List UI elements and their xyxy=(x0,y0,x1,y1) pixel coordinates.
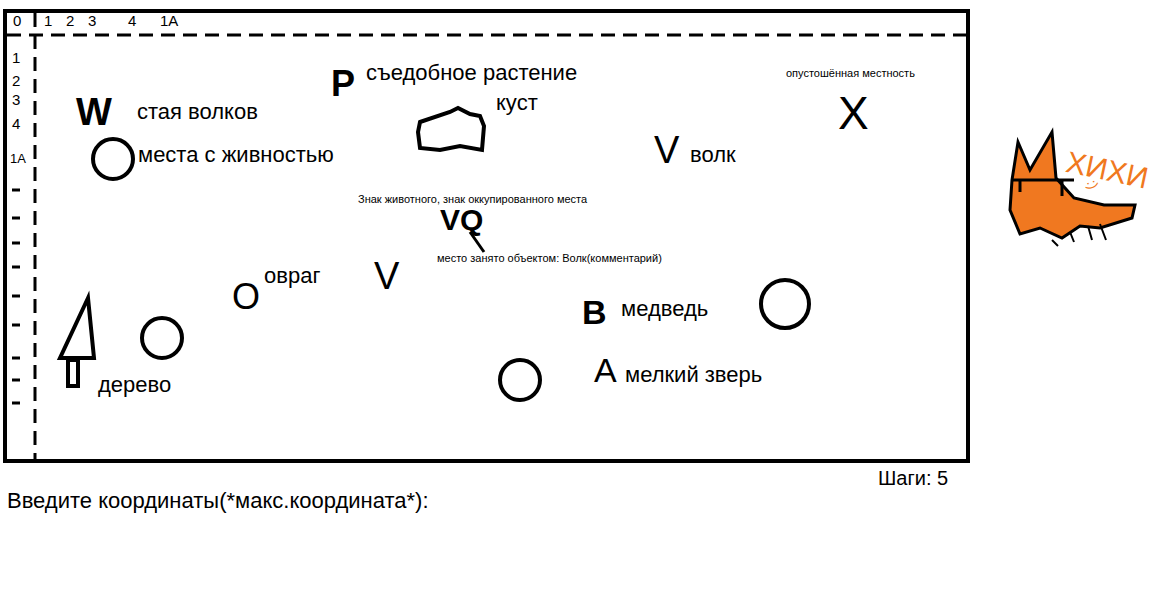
ruler-number: 2 xyxy=(66,13,74,30)
ruler-line xyxy=(34,13,37,459)
step-counter: Шаги: 5 xyxy=(878,467,948,489)
ruler-number: 4 xyxy=(12,116,20,133)
input-prompt: Введите координаты(*макс.координата*): xyxy=(7,489,429,513)
ruler-number: 2 xyxy=(12,73,20,90)
ruler-number: 3 xyxy=(12,92,20,109)
note-text: место занято объектом: Волк(комментарий) xyxy=(437,252,662,264)
legend-text: стая волков xyxy=(137,100,258,124)
fox-laugh: ХИХИ xyxy=(1063,145,1151,195)
map-symbol: A xyxy=(594,352,617,389)
map-symbol: O xyxy=(232,277,260,317)
legend-text: дерево xyxy=(98,373,171,397)
wildlife-circles xyxy=(93,139,809,400)
bush-symbol xyxy=(418,108,484,150)
legend-text: медведь xyxy=(621,297,708,321)
map-frame xyxy=(5,11,968,461)
map-symbol: X xyxy=(838,88,869,139)
map-symbol: P xyxy=(331,64,355,104)
legend-text: куст xyxy=(496,91,538,115)
ruler-number: 1 xyxy=(44,13,52,30)
map-symbol: VQ xyxy=(440,203,483,236)
ruler-number: 0 xyxy=(13,13,21,30)
ruler-ticks xyxy=(12,190,20,403)
ruler-number: 4 xyxy=(128,13,136,30)
legend-text: мелкий зверь xyxy=(625,363,762,387)
ruler-number: 1A xyxy=(10,152,26,166)
map-symbol: V xyxy=(654,130,679,172)
ruler-number: 3 xyxy=(88,13,96,30)
map-symbol: W xyxy=(76,92,112,134)
tree-symbol xyxy=(60,298,94,386)
legend-text: места с живностью xyxy=(138,143,334,167)
legend-text: опустошённая местность xyxy=(786,67,915,79)
legend-text: съедобное растение xyxy=(366,61,577,85)
ruler-number: 1 xyxy=(12,50,20,67)
ruler-line xyxy=(7,34,966,37)
map-symbol: V xyxy=(374,256,399,298)
ruler-number: 1A xyxy=(160,13,178,30)
map-symbol: B xyxy=(582,294,607,331)
legend-text: овраг xyxy=(264,264,320,288)
legend-text: волк xyxy=(690,143,736,167)
